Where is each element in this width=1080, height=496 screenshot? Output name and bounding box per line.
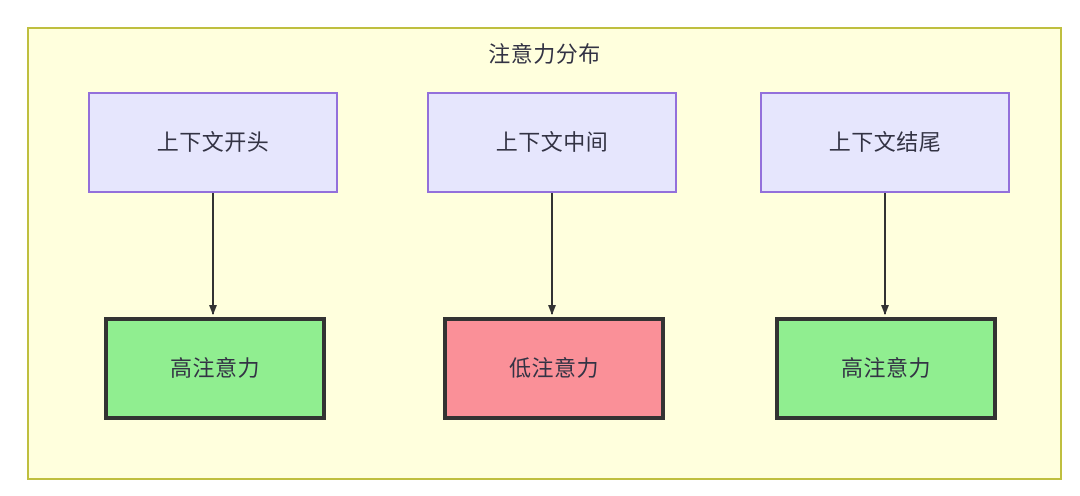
- node-context-middle[interactable]: 上下文中间: [427, 92, 677, 193]
- node-attention-start[interactable]: 高注意力: [104, 317, 326, 420]
- subgraph-title: 注意力分布: [488, 42, 601, 67]
- node-attention-middle[interactable]: 低注意力: [443, 317, 665, 420]
- node-attention-end[interactable]: 高注意力: [775, 317, 997, 420]
- node-context-start[interactable]: 上下文开头: [88, 92, 338, 193]
- node-context-end[interactable]: 上下文结尾: [760, 92, 1010, 193]
